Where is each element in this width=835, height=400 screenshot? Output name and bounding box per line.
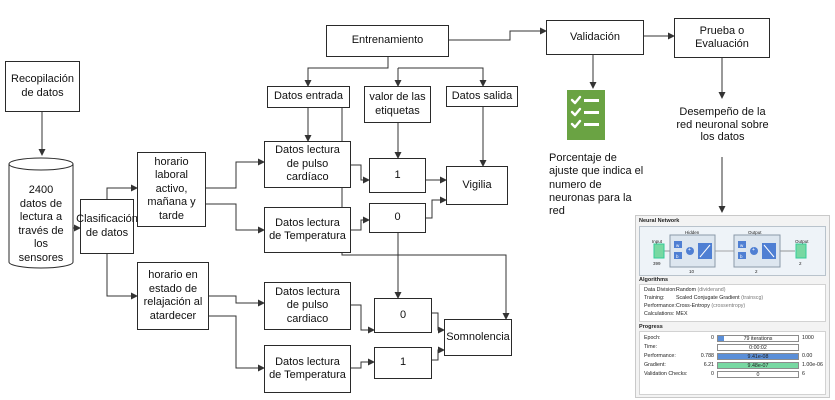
epoch-bar: 79 iterations <box>717 335 799 342</box>
desempeno-text: Desempeño de la red neuronal sobre los d… <box>676 106 769 143</box>
arrow-pulso2-to-0 <box>351 304 375 334</box>
value-0b-box: 0 <box>374 298 432 333</box>
checklist-icon <box>567 90 605 140</box>
sensor-data-cylinder <box>8 157 74 269</box>
gradient-bar: 9.48e-07 <box>717 362 799 369</box>
horario-relajacion-box: horario en estado de relajación al atard… <box>137 262 209 330</box>
arrow-temp1-to-0 <box>351 216 370 231</box>
validacion-box: Validación <box>546 20 644 55</box>
arrow-laboral-to-pulso1 <box>206 158 265 189</box>
arrow-entren-to-salida <box>398 67 487 87</box>
algo-row: Training:Scaled Conjugate Gradient (trai… <box>644 295 764 301</box>
progress-title: Progress <box>639 324 663 330</box>
time-bar: 0:00:02 <box>717 344 799 351</box>
nn-output-label: Output <box>795 239 809 244</box>
arrow-relax-to-temp2 <box>209 315 265 372</box>
nn-training-window: Neural Network Input <box>635 215 830 398</box>
entrenamiento-box: Entrenamiento <box>326 25 449 57</box>
progress-panel: Epoch: 0 79 iterations 1000 Time: 0:00:0… <box>639 331 826 395</box>
value-0-box: 0 <box>369 203 426 233</box>
somnolencia-box: Somnolencia <box>444 319 512 356</box>
progress-row-performance: Performance: 0.788 9.41e-08 0.00 <box>644 353 813 360</box>
value-1b-box: 1 <box>374 347 432 379</box>
algorithms-panel: Data Division:Random (dividerand) Traini… <box>639 284 826 322</box>
nn-input-size: 399 <box>653 261 661 266</box>
nn-hidden-label: Hidden <box>685 230 700 235</box>
nn-hidden-plus: + <box>688 247 691 253</box>
nn-input-label: Input <box>652 239 663 244</box>
algo-row: Data Division:Random (dividerand) <box>644 287 726 293</box>
datos-entrada-box: Datos entrada <box>267 86 350 108</box>
horario-laboral-box: horario laboral activo, mañana y tarde <box>137 152 206 227</box>
nn-output-w: w <box>740 243 744 248</box>
recopilacion-box: Recopilación de datos <box>5 61 80 112</box>
arrow-relax-to-pulso2 <box>209 295 265 307</box>
sensor-data-label: 2400 datos de lectura a través de los se… <box>18 184 64 264</box>
arrow-entren-to-entrada <box>304 57 389 87</box>
arrow-pulso1-to-1 <box>351 164 370 184</box>
nn-output-layer-label: Output <box>748 230 762 235</box>
arrow-0b-to-somno <box>432 312 445 334</box>
nn-hidden-b: b <box>676 254 679 259</box>
nn-section-title: Neural Network <box>639 218 680 224</box>
valor-etiquetas-box: valor de las etiquetas <box>364 86 431 123</box>
value-1-box: 1 <box>369 158 426 193</box>
nn-output-plus: + <box>752 247 755 253</box>
nn-architecture-diagram <box>653 234 807 268</box>
algorithms-title: Algorithms <box>639 277 669 283</box>
progress-row-time: Time: 0:00:02 <box>644 344 823 352</box>
arrow-laboral-to-temp1 <box>206 203 265 234</box>
arrow-0-to-vigilia <box>426 196 447 219</box>
progress-row-gradient: Gradient: 6.21 9.48e-07 1.00e-06 <box>644 362 823 369</box>
arrow-entren-to-validacion <box>449 27 547 41</box>
clasificacion-box: Clasificación de datos <box>76 199 138 254</box>
temperatura-box-2: Datos lectura de Temperatura <box>264 345 351 393</box>
progress-row-validation: Validation Checks: 0 0 6 <box>644 371 805 378</box>
porcentaje-ajuste-text: Porcentaje de ajuste que indica el numer… <box>549 152 644 218</box>
vigilia-box: Vigilia <box>446 166 508 205</box>
performance-bar: 9.41e-08 <box>717 353 799 360</box>
nn-hidden-w: w <box>676 243 680 248</box>
nn-output-size: 2 <box>799 261 802 266</box>
nn-output-b: b <box>740 254 743 259</box>
pulso-box-1: Datos lectura de pulso cardíaco <box>264 141 351 188</box>
prueba-evaluacion-box: Prueba o Evaluación <box>674 18 770 58</box>
datos-salida-box: Datos salida <box>446 86 518 107</box>
progress-row-epoch: Epoch: 0 79 iterations 1000 <box>644 335 814 342</box>
nn-output-layer-size: 2 <box>755 269 758 274</box>
arrow-clasif-to-relax <box>106 254 138 300</box>
nn-hidden-size: 10 <box>689 269 695 274</box>
algo-row: Calculations:MEX <box>644 311 688 317</box>
arrow-1b-to-somno <box>432 346 445 361</box>
arrow-clasif-to-laboral <box>106 184 138 199</box>
validation-bar: 0 <box>717 371 799 378</box>
temperatura-box-1: Datos lectura de Temperatura <box>264 207 351 253</box>
arrow-temp2-to-1 <box>351 358 375 369</box>
algo-row: Performance:Cross-Entropy (crossentropy) <box>644 303 746 309</box>
nn-diagram-panel: Input 399 Hidden 10 Output 2 Output 2 w … <box>639 226 826 276</box>
pulso-box-2: Datos lectura de pulso cardiaco <box>264 282 351 330</box>
